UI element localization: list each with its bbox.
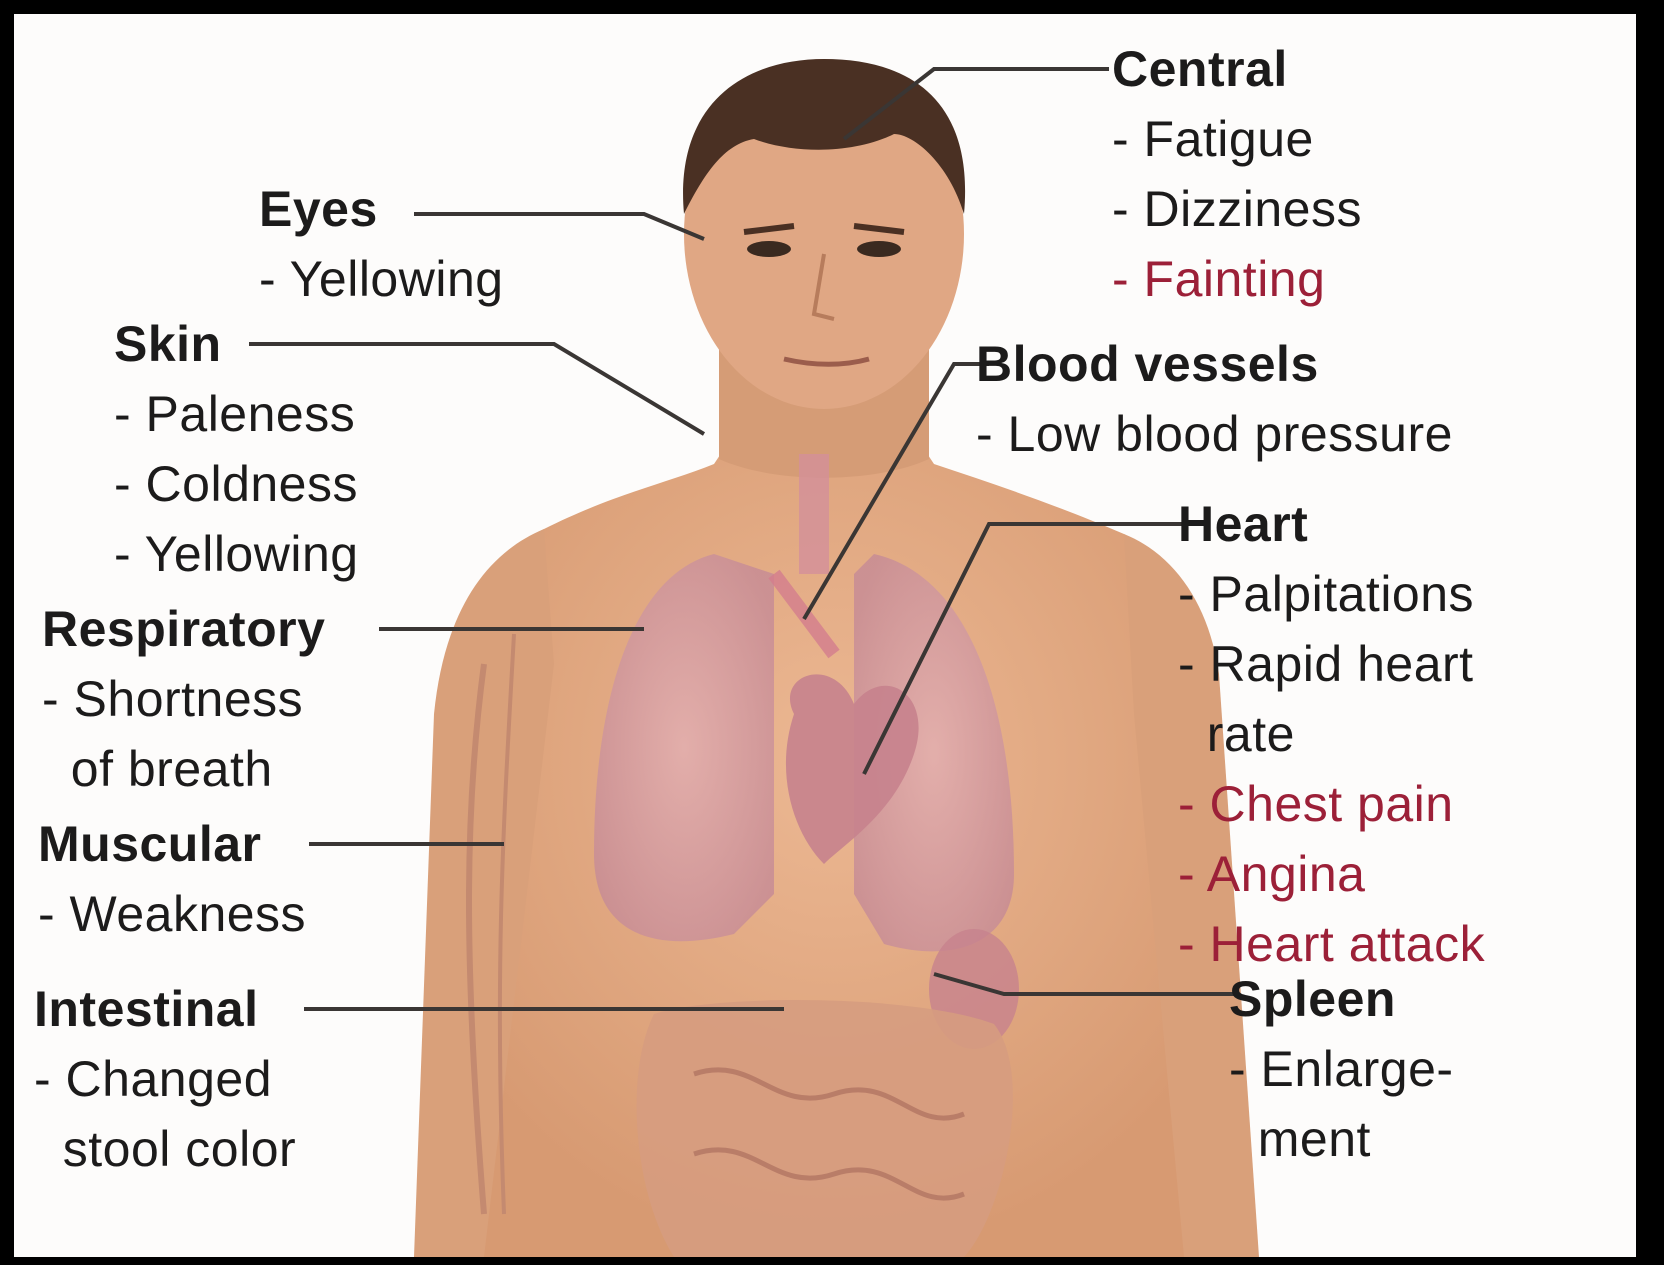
label-group-blood-vessels: Blood vessels - Low blood pressure (976, 329, 1453, 469)
group-title: Central (1112, 34, 1362, 104)
symptom-item: - Coldness (114, 449, 359, 519)
intestines (637, 1000, 1013, 1257)
group-title: Heart (1178, 489, 1485, 559)
group-title: Skin (114, 309, 359, 379)
group-title: Respiratory (42, 594, 325, 664)
symptom-item: - Low blood pressure (976, 399, 1453, 469)
group-title: Muscular (38, 809, 306, 879)
symptom-item: of breath (42, 734, 325, 804)
symptom-item: - Paleness (114, 379, 359, 449)
symptom-item: rate (1178, 699, 1485, 769)
symptom-item: - Rapid heart (1178, 629, 1485, 699)
symptom-item-severe: - Angina (1178, 839, 1485, 909)
symptom-item: - Changed (34, 1044, 296, 1114)
label-group-respiratory: Respiratory - Shortness of breath (42, 594, 325, 804)
symptom-item: - Yellowing (114, 519, 359, 589)
label-group-heart: Heart - Palpitations - Rapid heart rate … (1178, 489, 1485, 979)
symptom-item-severe: - Chest pain (1178, 769, 1485, 839)
group-title: Intestinal (34, 974, 296, 1044)
diagram-canvas: Eyes - Yellowing Skin - Paleness - Coldn… (14, 14, 1636, 1257)
label-group-eyes: Eyes - Yellowing (259, 174, 504, 314)
right-eye (857, 241, 901, 257)
label-group-central: Central - Fatigue - Dizziness - Fainting (1112, 34, 1362, 314)
label-group-spleen: Spleen - Enlarge- ment (1229, 964, 1454, 1174)
symptom-item: - Enlarge- (1229, 1034, 1454, 1104)
label-group-muscular: Muscular - Weakness (38, 809, 306, 949)
symptom-item: - Shortness (42, 664, 325, 734)
label-group-intestinal: Intestinal - Changed stool color (34, 974, 296, 1184)
symptom-item: ment (1229, 1104, 1454, 1174)
symptom-item: stool color (34, 1114, 296, 1184)
symptom-item: - Palpitations (1178, 559, 1485, 629)
group-title: Blood vessels (976, 329, 1453, 399)
symptom-item: - Weakness (38, 879, 306, 949)
symptom-item: - Yellowing (259, 244, 504, 314)
left-eye (747, 241, 791, 257)
label-group-skin: Skin - Paleness - Coldness - Yellowing (114, 309, 359, 589)
symptom-item-severe: - Fainting (1112, 244, 1362, 314)
symptom-item: - Dizziness (1112, 174, 1362, 244)
symptom-item: - Fatigue (1112, 104, 1362, 174)
group-title: Spleen (1229, 964, 1454, 1034)
group-title: Eyes (259, 174, 504, 244)
